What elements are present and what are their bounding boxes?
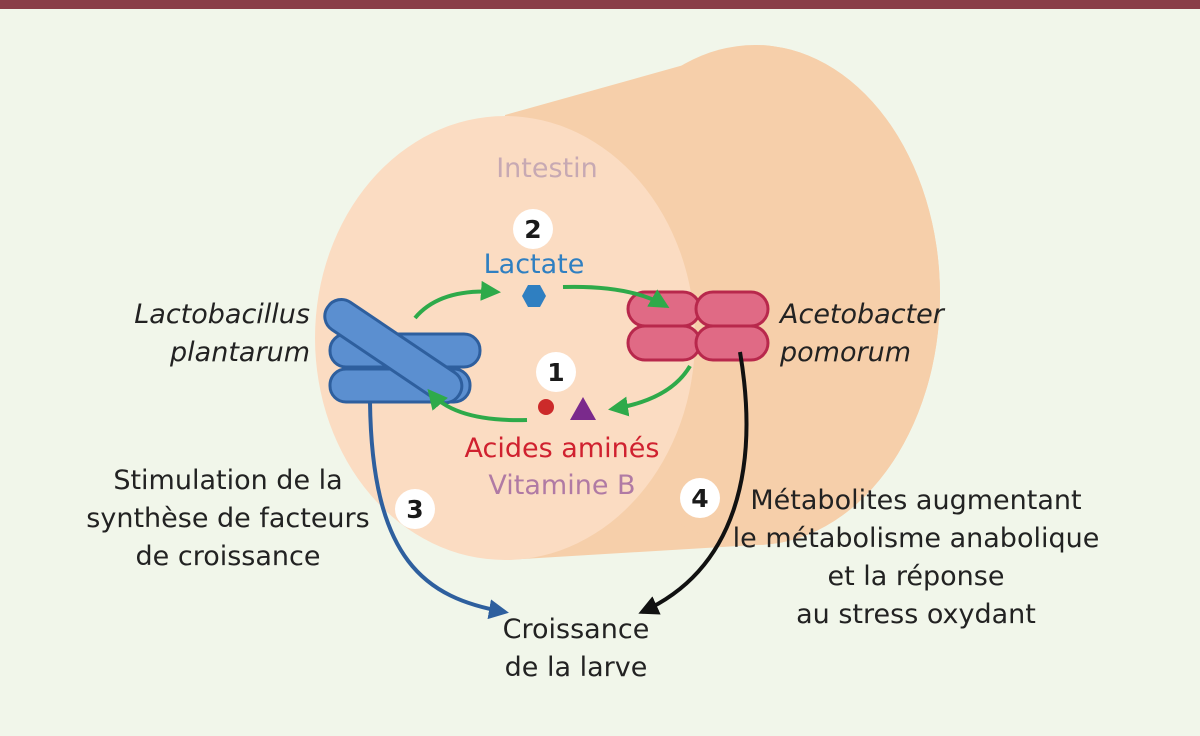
amino-acid-dot-icon xyxy=(538,399,554,415)
arrow-aceto-to-growth xyxy=(638,351,749,615)
acetobacter-name-line2: pomorum xyxy=(779,337,911,368)
svg-text:1: 1 xyxy=(547,358,564,387)
arrow-lacto-to-growth xyxy=(368,401,509,620)
metabolites-text-line2: le métabolisme anabolique xyxy=(733,523,1100,554)
metabolites-text-line1: Métabolites augmentant xyxy=(750,485,1081,516)
intestin-label: Intestin xyxy=(496,153,598,184)
acetobacter-cell-3 xyxy=(626,324,702,362)
svg-text:2: 2 xyxy=(524,215,541,244)
stimulation-text-line3: de croissance xyxy=(136,541,321,572)
metabolites-text-line4: au stress oxydant xyxy=(796,599,1036,630)
croissance-text-line2: de la larve xyxy=(505,652,648,683)
stimulation-text-line2: synthèse de facteurs xyxy=(86,503,369,534)
acetobacter-cell-2 xyxy=(694,290,770,328)
stimulation-text-line1: Stimulation de la xyxy=(113,465,342,496)
lactate-label: Lactate xyxy=(484,249,585,280)
acides-amines-label: Acides aminés xyxy=(465,433,660,464)
svg-text:4: 4 xyxy=(691,484,708,513)
svg-text:3: 3 xyxy=(406,495,423,524)
lactobacillus-name-line1: Lactobacillus xyxy=(134,299,310,330)
tube-face xyxy=(315,116,695,560)
step-badge-1: 1 xyxy=(536,352,576,392)
acetobacter-bacteria xyxy=(626,290,770,362)
arrow-lacto-to-lactate xyxy=(413,280,501,320)
arrow-nutrients-to-lacto xyxy=(427,388,528,423)
lactobacillus-name-line2: plantarum xyxy=(169,337,310,368)
acetobacter-cell-4 xyxy=(694,324,770,362)
lactate-hexagon-icon xyxy=(522,285,546,307)
step-badge-4: 4 xyxy=(680,478,720,518)
lactobacillus-rod-diagonal xyxy=(323,297,464,405)
arrow-lactate-to-aceto xyxy=(562,284,670,309)
step-badge-3: 3 xyxy=(395,489,435,529)
metabolites-text-line3: et la réponse xyxy=(828,561,1005,592)
acetobacter-cell-1 xyxy=(626,290,702,328)
arrow-aceto-to-nutrients xyxy=(608,364,692,417)
vitamin-triangle-icon xyxy=(570,397,596,420)
croissance-text-line1: Croissance xyxy=(503,614,650,645)
top-border xyxy=(0,0,1200,9)
vitamine-b-label: Vitamine B xyxy=(488,470,635,501)
acetobacter-name-line1: Acetobacter xyxy=(778,299,946,330)
step-badge-2: 2 xyxy=(513,209,553,249)
